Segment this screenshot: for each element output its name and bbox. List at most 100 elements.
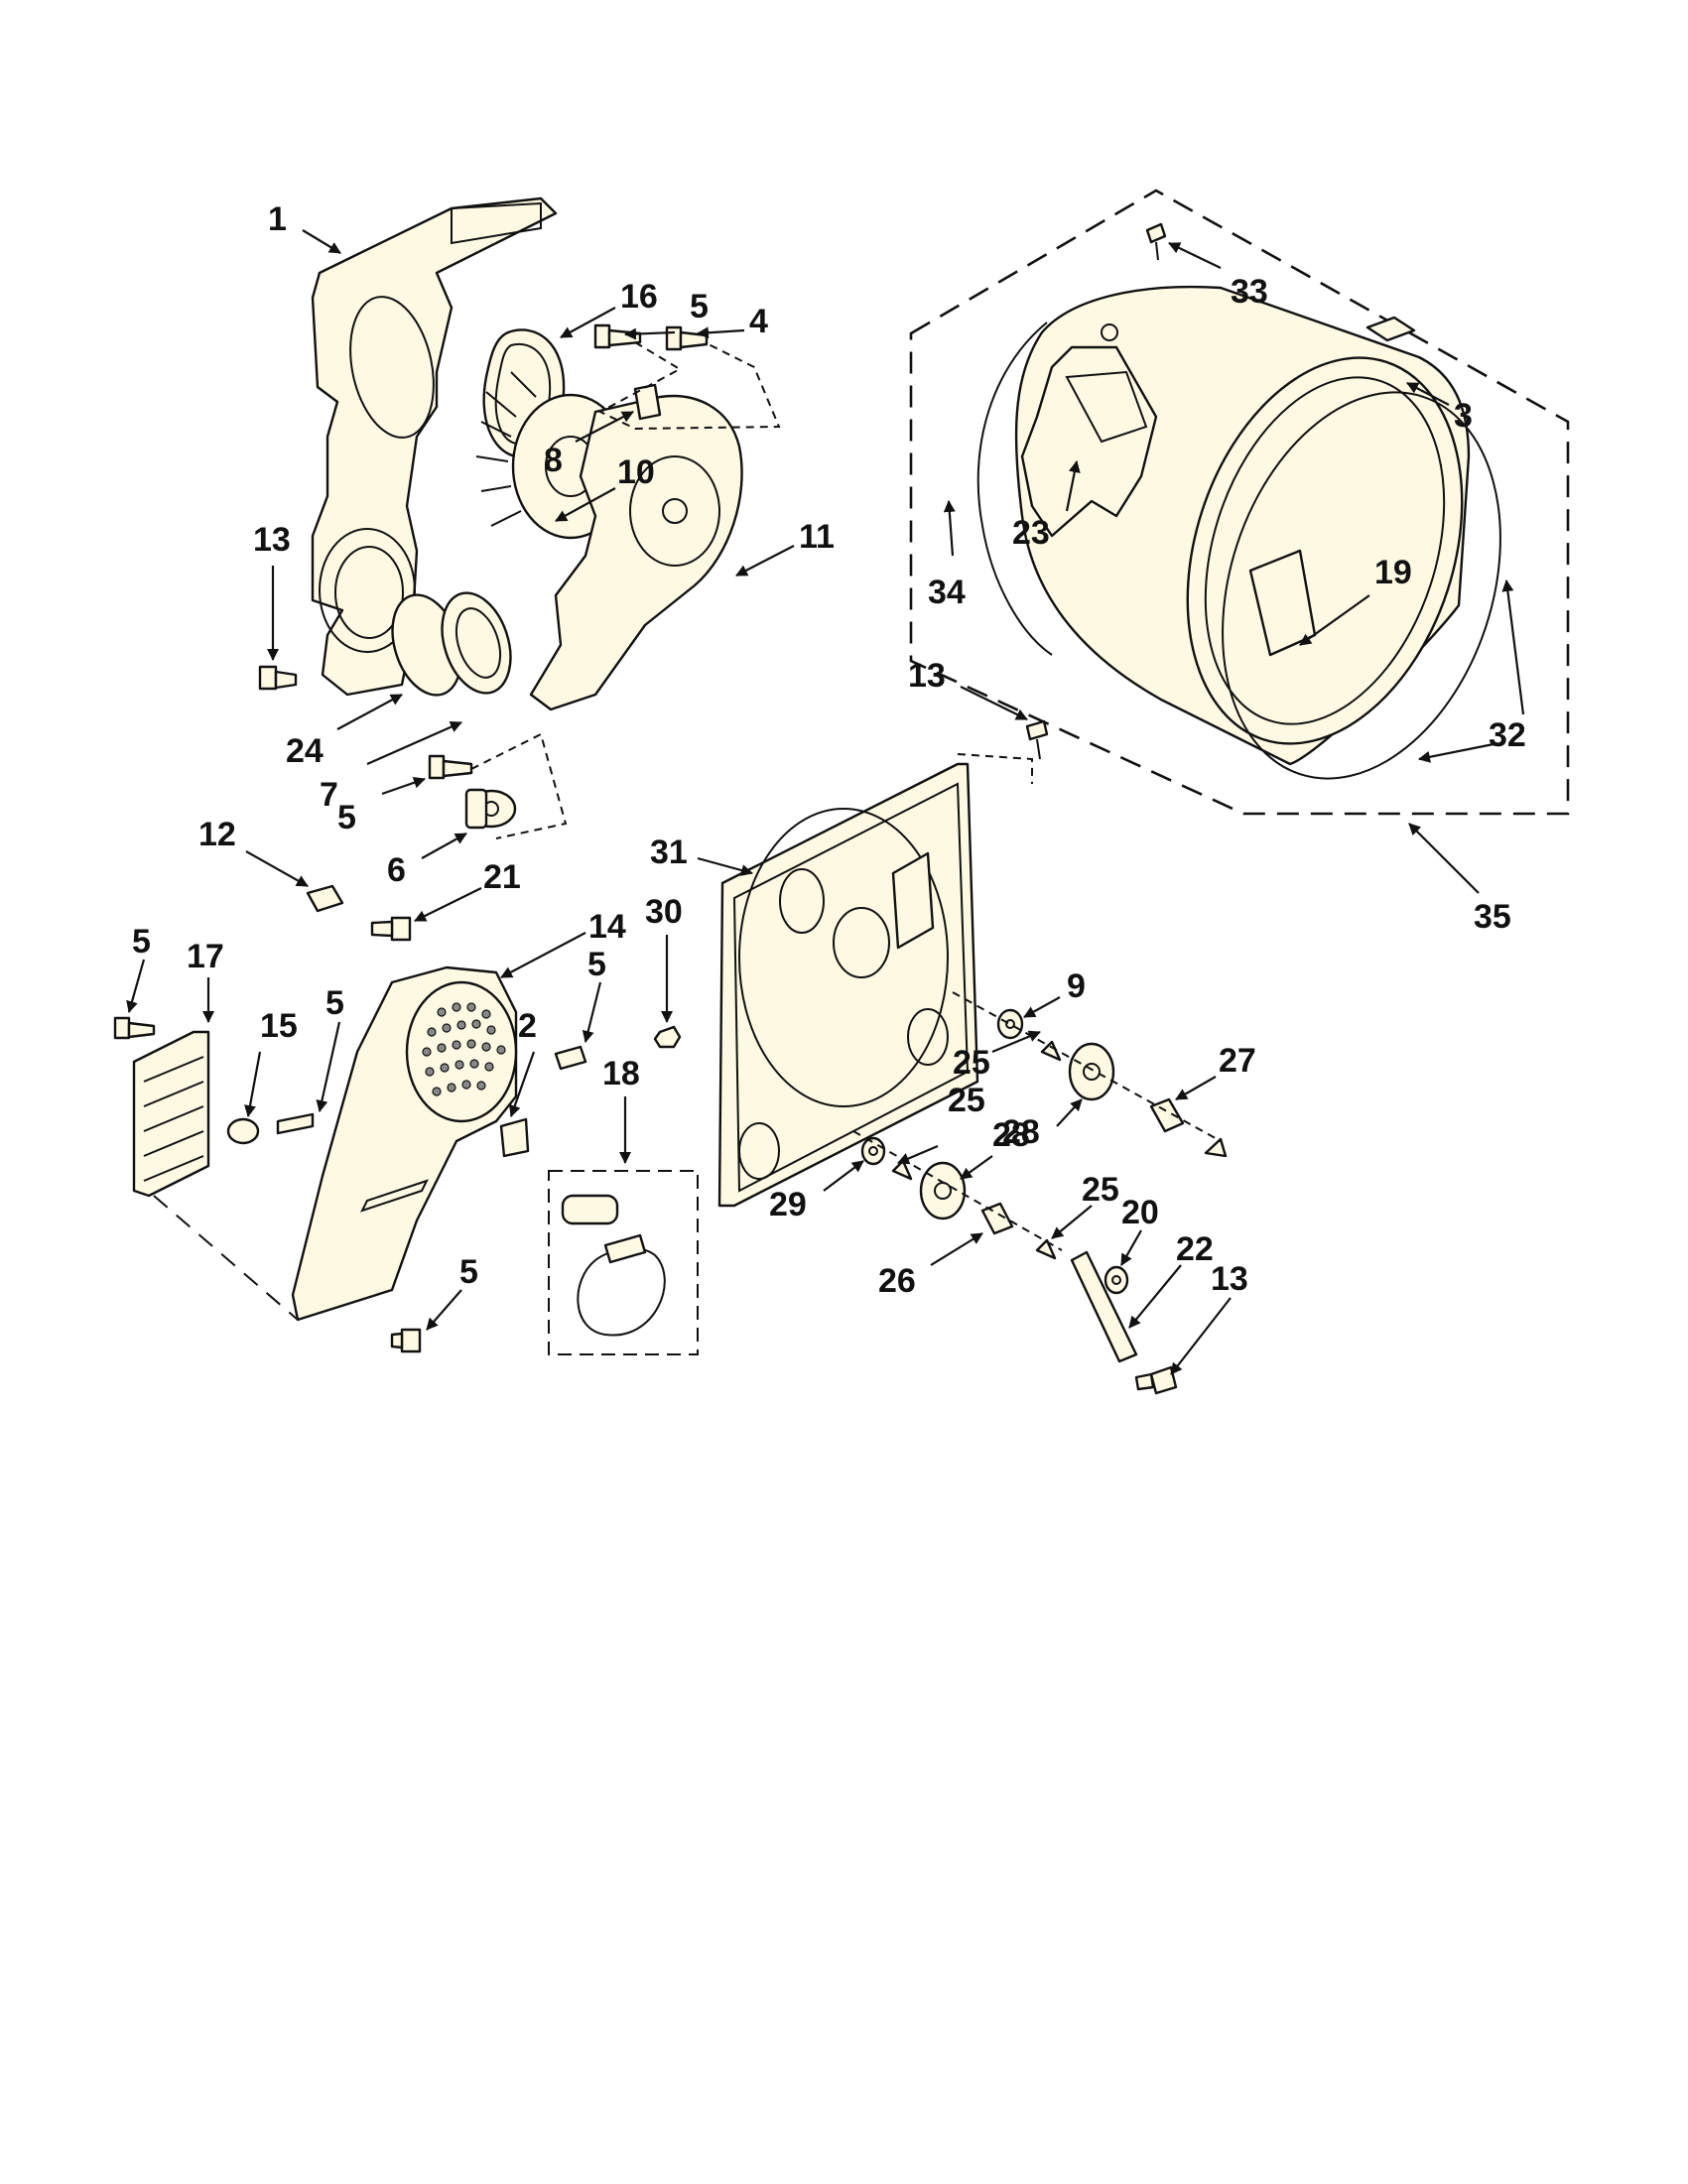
callout-label-12: 12 <box>198 816 236 853</box>
callout-label-13-b: 13 <box>908 657 946 695</box>
drum-front-rim <box>1186 356 1464 745</box>
callout-16: 16 <box>560 278 658 338</box>
bracket-22-icon <box>1070 1250 1138 1363</box>
callout-label-14: 14 <box>588 908 626 946</box>
rear-panel-drum-ring <box>738 808 949 1107</box>
clip-25-far-icon <box>1035 1238 1057 1260</box>
callout-label-1: 1 <box>268 200 287 238</box>
callout-label-27: 27 <box>1219 1042 1256 1080</box>
assembly-line-a <box>597 341 781 431</box>
rear-panel-upper-port <box>779 868 825 934</box>
callout-label-8: 8 <box>544 442 563 479</box>
roller-28-upper-icon <box>1068 1042 1115 1101</box>
callout-21: 21 <box>414 858 521 922</box>
callout-label-25-c: 25 <box>1082 1171 1119 1209</box>
callout-14: 14 <box>500 908 626 978</box>
screw-5-mid-icon <box>428 754 473 780</box>
clip-25-lower-icon <box>891 1159 913 1181</box>
callout-20: 20 <box>1120 1194 1159 1266</box>
callout-label-28-b: 28 <box>992 1116 1030 1154</box>
callout-12: 12 <box>198 816 309 887</box>
callout-25-c: 25 <box>1051 1171 1119 1239</box>
callout-13-b: 13 <box>908 657 1028 720</box>
callout-28-a: 28 <box>1002 1098 1083 1151</box>
callout-label-22: 22 <box>1176 1230 1214 1268</box>
callout-label-28-a: 28 <box>1002 1113 1040 1151</box>
drum-cutaway <box>1020 345 1158 538</box>
callout-29: 29 <box>769 1160 864 1223</box>
harness-kit-18 <box>548 1170 699 1355</box>
rear-panel-vent <box>891 851 935 950</box>
drum-assembly-group <box>909 189 1570 816</box>
rear-panel-hub <box>833 907 890 978</box>
callout-25-b: 25 <box>897 1082 985 1165</box>
rear-panel-lower-port-a <box>738 1122 780 1180</box>
rear-panel-31 <box>717 762 979 1208</box>
drum-baffle <box>1065 370 1148 444</box>
callout-5-e: 5 <box>582 946 606 1043</box>
motor-pulley <box>464 788 517 830</box>
callout-28-b: 28 <box>960 1116 1030 1180</box>
shaft-26-icon <box>980 1202 1014 1235</box>
callout-30: 30 <box>645 893 683 1023</box>
callout-27: 27 <box>1175 1042 1256 1100</box>
callout-23: 23 <box>1012 460 1081 552</box>
screw-5-right-of-duct-icon <box>554 1045 587 1071</box>
blower-housing <box>311 196 558 697</box>
screw-13-bottom-icon <box>1134 1365 1178 1395</box>
rear-panel-flange <box>732 782 970 1193</box>
panel-assembly-line <box>957 753 1033 784</box>
callout-4: 4 <box>697 303 768 340</box>
callout-label-15: 15 <box>260 1007 298 1045</box>
callout-8: 8 <box>544 411 634 479</box>
callout-label-5-f: 5 <box>459 1253 478 1291</box>
housing-opening-lower <box>319 528 416 653</box>
duct-7-inner <box>454 607 502 679</box>
callout-label-5-c: 5 <box>132 923 151 961</box>
callout-13-c: 13 <box>1170 1260 1248 1375</box>
callout-32: 32 <box>1418 579 1526 763</box>
callout-label-30: 30 <box>645 893 683 931</box>
callout-25-a: 25 <box>953 1030 1041 1082</box>
cover-hub <box>629 455 720 567</box>
drum-seal-front <box>1222 391 1501 780</box>
callout-35: 35 <box>1408 823 1511 936</box>
blower-housing-group <box>311 196 558 697</box>
callout-3: 3 <box>1406 382 1473 435</box>
callout-label-20: 20 <box>1121 1194 1159 1231</box>
rear-panel-lower-port-b <box>907 1008 949 1066</box>
drum-assembly-boundary <box>909 189 1570 816</box>
callout-label-16: 16 <box>620 278 658 316</box>
housing-opening-lower-inner <box>334 546 404 639</box>
washer-9-icon <box>996 1008 1024 1040</box>
callout-34: 34 <box>928 500 966 611</box>
callout-label-18: 18 <box>602 1055 640 1092</box>
callout-label-4: 4 <box>749 303 768 340</box>
clip-right-icon <box>1204 1137 1228 1158</box>
callout-label-5-e: 5 <box>587 946 606 983</box>
callout-label-34: 34 <box>928 574 966 611</box>
callout-label-35: 35 <box>1474 898 1511 936</box>
callout-label-31: 31 <box>650 834 688 871</box>
nut-30-icon <box>653 1025 682 1049</box>
callout-11: 11 <box>735 518 835 577</box>
callout-label-32: 32 <box>1489 716 1526 754</box>
washer-29-icon <box>860 1136 886 1166</box>
screw-5-far-left-icon <box>113 1016 156 1040</box>
screw-5-top-icon <box>593 323 642 349</box>
drum-inner-rim <box>1204 376 1446 725</box>
callout-5-f: 5 <box>426 1253 478 1331</box>
heater-duct-slot <box>360 1179 429 1213</box>
callout-label-25-b: 25 <box>948 1082 985 1119</box>
callout-9: 9 <box>1023 967 1086 1018</box>
clip-25-upper-icon <box>1040 1040 1062 1062</box>
screen-holes <box>422 1002 506 1096</box>
bracket-2 <box>499 1117 530 1158</box>
clip-12-icon <box>306 884 344 913</box>
callout-1: 1 <box>268 200 341 254</box>
callout-label-11: 11 <box>799 518 835 556</box>
drum-hole <box>1101 323 1118 341</box>
callout-label-13-c: 13 <box>1211 1260 1248 1298</box>
screw-5-bottom-icon <box>390 1328 422 1353</box>
callout-5-a: 5 <box>624 288 709 340</box>
